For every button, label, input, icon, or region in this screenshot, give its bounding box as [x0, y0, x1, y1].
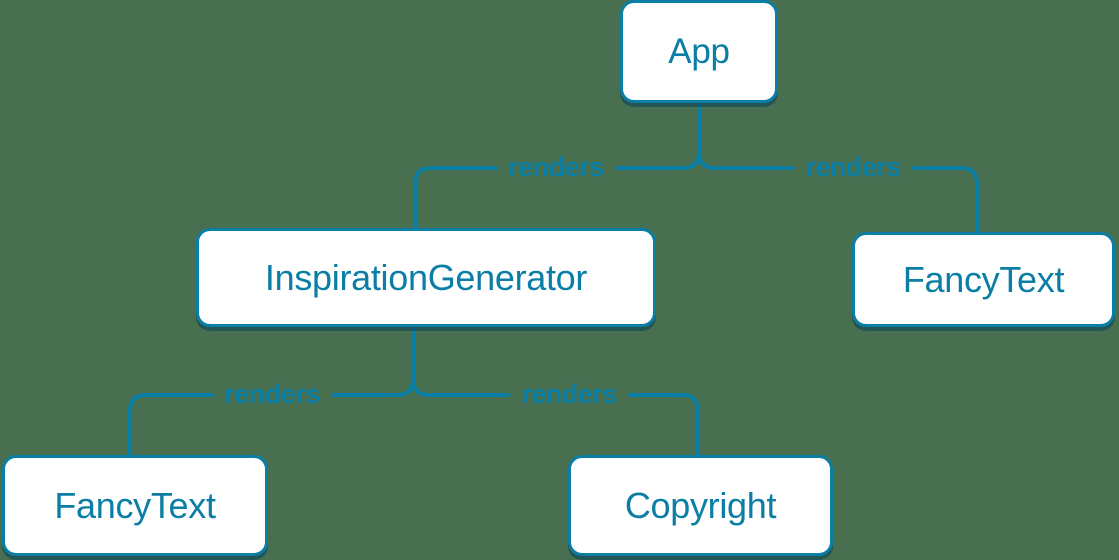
- node-fancy-text-bottom: FancyText: [2, 455, 268, 556]
- edge-label-renders-1: renders: [497, 152, 615, 183]
- node-inspiration-generator: InspirationGenerator: [196, 228, 656, 327]
- edge-label-renders-4: renders: [510, 379, 628, 410]
- node-fancy-text-bottom-label: FancyText: [54, 484, 216, 526]
- edge-label-renders-2: renders: [794, 152, 912, 183]
- node-copyright-label: Copyright: [624, 484, 777, 526]
- edge-label-renders-3: renders: [213, 379, 331, 410]
- node-fancy-text-top-label: FancyText: [902, 258, 1065, 300]
- node-copyright: Copyright: [568, 455, 833, 556]
- node-app-label: App: [668, 31, 730, 71]
- node-app: App: [620, 0, 778, 103]
- node-inspiration-generator-label: InspirationGenerator: [264, 256, 588, 298]
- node-fancy-text-top: FancyText: [852, 232, 1115, 327]
